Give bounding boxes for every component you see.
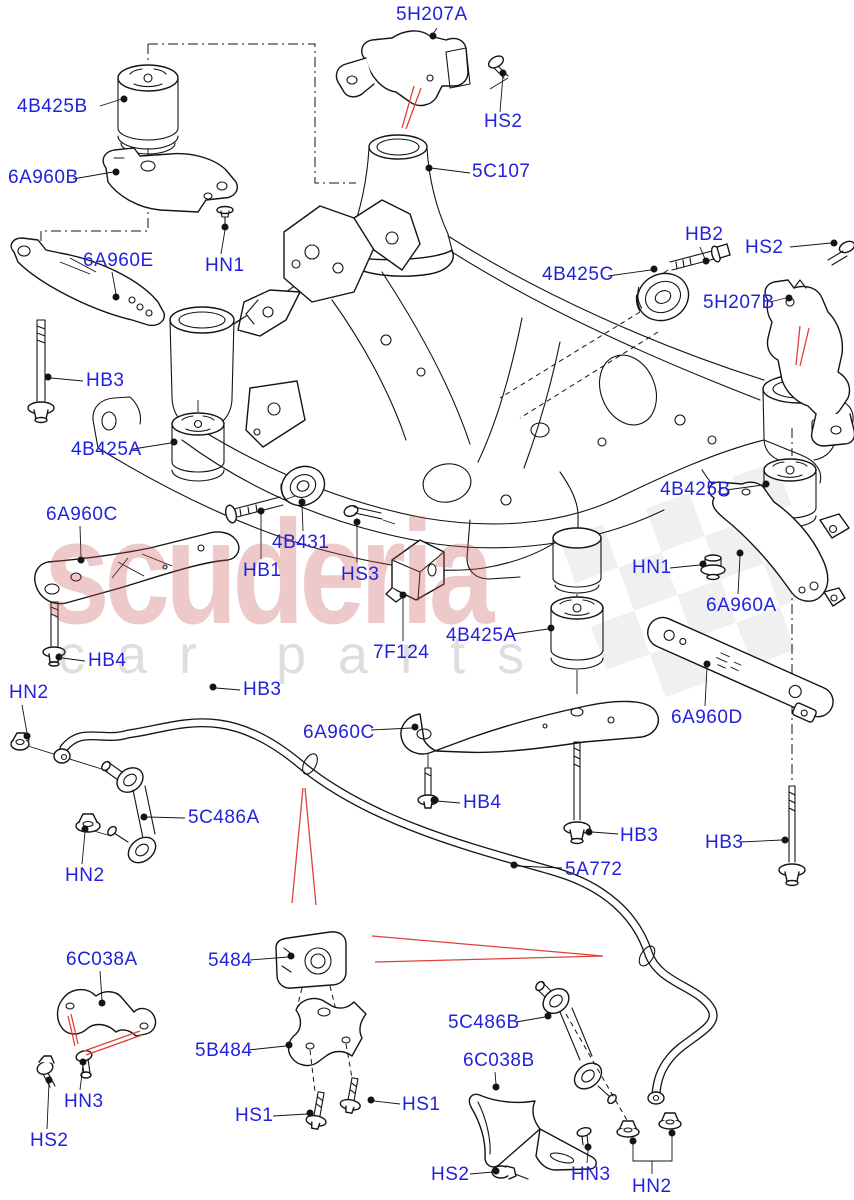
bushing-4b431 [275, 459, 331, 512]
bracket-6a960c-upper-left [35, 532, 239, 604]
bracket-6a960b [103, 148, 237, 212]
part-label-hs2-right: HS2 [745, 237, 784, 258]
part-label-hb4-center: HB4 [463, 792, 502, 813]
bolt-hs2-right [828, 239, 854, 265]
part-label-5c486b: 5C486B [448, 1012, 520, 1033]
bolt-hs3 [343, 504, 395, 524]
nut-hn2-mid-left [76, 814, 111, 836]
bolt-hs2-top [487, 54, 508, 89]
leader-lines [22, 28, 831, 1174]
plate-6a960d [640, 613, 838, 728]
bushing-4b425a-center [551, 528, 603, 694]
part-label-hs1-left: HS1 [235, 1105, 274, 1126]
part-label-6a960c-upper: 6A960C [46, 504, 118, 525]
part-label-hs2-bottom-left: HS2 [30, 1130, 69, 1151]
link-5c486a [100, 760, 160, 868]
link-5c486b [534, 980, 628, 1122]
part-label-hb1: HB1 [243, 560, 282, 581]
part-label-5c486a: 5C486A [188, 807, 260, 828]
bracket-6c038b [469, 1094, 596, 1170]
bolt-hs1-left [305, 1091, 331, 1131]
clamp-5b484 [289, 998, 366, 1092]
part-label-5a772: 5A772 [565, 859, 623, 880]
bushing-4b425b-left [118, 65, 178, 164]
part-label-hb3-right: HB3 [705, 832, 744, 853]
nut-hn2-bottom-right-pair [617, 1113, 681, 1137]
part-label-5c107: 5C107 [472, 161, 531, 182]
part-label-hn2-upper-left: HN2 [9, 682, 49, 703]
red-annotation-lines [68, 86, 809, 1055]
part-label-hb3-left: HB3 [86, 370, 125, 391]
bolt-hb2 [652, 244, 730, 281]
bracket-6a960a [709, 482, 845, 606]
part-label-4b425b-left: 4B425B [17, 96, 88, 117]
part-label-6a960b: 6A960B [8, 167, 79, 188]
bracket-6c038a [58, 990, 156, 1036]
part-label-5484: 5484 [208, 950, 253, 971]
part-label-4b425b-right: 4B425B [660, 479, 731, 500]
bushing-4b425a-left [172, 400, 224, 481]
part-label-4b431: 4B431 [272, 532, 330, 553]
part-label-hb4-left: HB4 [88, 650, 127, 671]
part-label-5h207a: 5H207A [396, 4, 468, 25]
part-label-hn2-bottom-right: HN2 [632, 1176, 672, 1197]
bolt-hn1-left [217, 207, 233, 229]
bracket-5h207b [765, 280, 854, 446]
stabilizer-bar-5a772 [54, 723, 713, 1104]
part-label-6a960a: 6A960A [706, 595, 777, 616]
bracket-6a960c-center [401, 701, 658, 754]
bolt-hs2-bottom-left [35, 1056, 55, 1087]
leader-dots [23, 32, 838, 1175]
subframe-crossmember-drawing [93, 135, 853, 579]
part-label-6c038a: 6C038A [66, 949, 138, 970]
part-label-5h207b: 5H207B [703, 292, 775, 313]
bushing-5484 [276, 932, 346, 1012]
part-label-7f124: 7F124 [373, 642, 430, 663]
part-label-hb3-center2: HB3 [620, 825, 659, 846]
block-7f124 [386, 540, 444, 602]
part-label-4b425a-center: 4B425A [446, 625, 517, 646]
bolt-hb3-right [779, 786, 805, 886]
part-label-4b425a-left: 4B425A [71, 439, 142, 460]
bolt-hs1-right [339, 1077, 365, 1115]
bracket-6a960e [11, 238, 164, 325]
part-label-hn1-left: HN1 [205, 255, 245, 276]
bushing-4b425c [500, 265, 696, 418]
part-label-hb3-center1: HB3 [243, 679, 282, 700]
part-label-hn3-bottom-right: HN3 [571, 1164, 611, 1185]
part-label-hb2: HB2 [685, 224, 724, 245]
part-label-hs3: HS3 [341, 564, 380, 585]
bracket-5h207a [336, 31, 470, 106]
part-label-6a960e: 6A960E [83, 250, 154, 271]
part-label-hs2-top: HS2 [484, 111, 523, 132]
part-label-hs2-bottom: HS2 [431, 1164, 470, 1185]
bolt-hb3-center [564, 742, 590, 844]
part-label-hs1-right: HS1 [402, 1094, 441, 1115]
part-label-hn3-bottom-left: HN3 [64, 1091, 104, 1112]
part-label-hn2-mid-left: HN2 [65, 865, 105, 886]
part-label-5b484: 5B484 [195, 1040, 253, 1061]
part-label-hn1-right: HN1 [632, 557, 672, 578]
bolt-hb3-left [28, 320, 54, 423]
clip-hn3-bottom-right [576, 1126, 592, 1145]
part-label-6a960d: 6A960D [671, 707, 743, 728]
part-label-6c038b: 6C038B [463, 1050, 535, 1071]
part-label-4b425c: 4B425C [542, 264, 614, 285]
part-label-6a960c-center: 6A960C [303, 722, 375, 743]
